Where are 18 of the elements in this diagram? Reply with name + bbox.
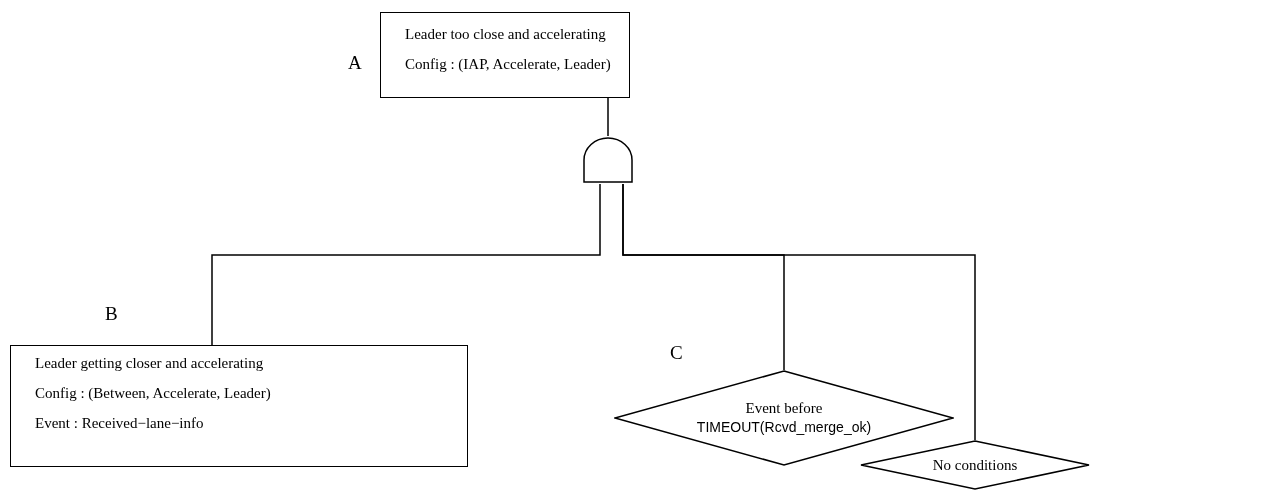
node-letter: C — [670, 342, 683, 364]
box-text: No conditions — [932, 455, 1018, 475]
connector-line — [607, 97, 609, 137]
and-gate-symbol — [582, 136, 634, 184]
box-heading: Leader getting closer and accelerating — [35, 354, 265, 373]
connector-line — [622, 183, 976, 441]
event-box — [10, 345, 468, 467]
connector-line — [211, 183, 601, 346]
box-heading: Leader too close and accelerating — [405, 25, 607, 44]
box-text: Config : (Between, Accelerate, Leader) — [35, 384, 272, 403]
box-text: TIMEOUT(Rcvd_merge_ok) — [696, 418, 872, 437]
node-letter: A — [348, 52, 362, 74]
condition-diamond — [860, 440, 1090, 490]
box-text: Event : Received−lane−info — [35, 414, 205, 433]
box-text: Config : (IAP, Accelerate, Leader) — [405, 55, 612, 74]
box-heading: Event before — [745, 399, 823, 418]
node-letter: B — [105, 303, 118, 325]
event-box — [380, 12, 630, 98]
